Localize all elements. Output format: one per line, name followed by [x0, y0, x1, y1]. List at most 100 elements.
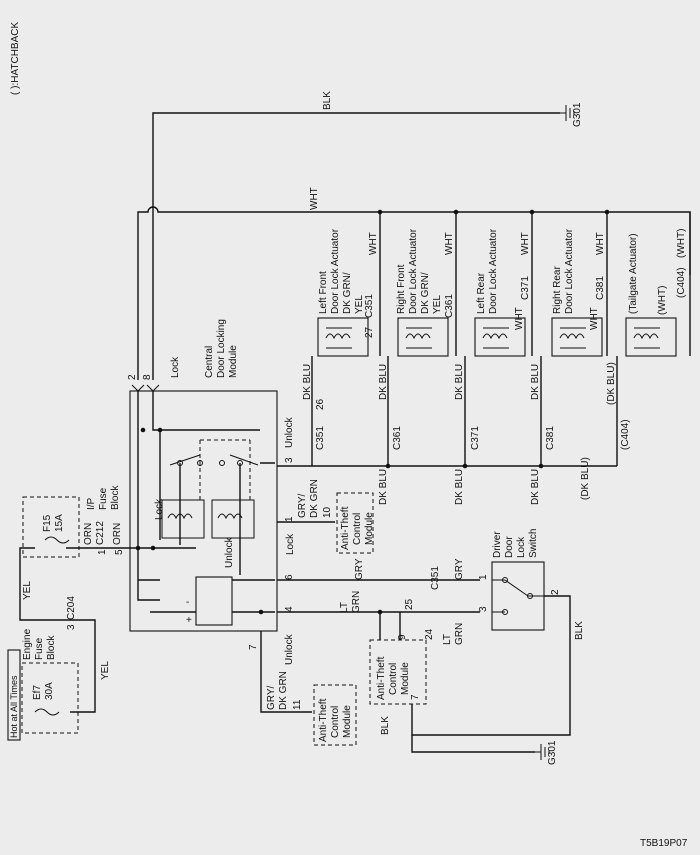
svg-text:DK GRN: DK GRN [278, 671, 289, 710]
tailgate-actuator [625, 317, 677, 357]
svg-text:DK GRN/: DK GRN/ [420, 272, 431, 314]
svg-text:YEL: YEL [354, 295, 365, 314]
svg-text:(Tailgate Actuator): (Tailgate Actuator) [628, 233, 639, 314]
svg-text:Fuse: Fuse [98, 487, 109, 510]
svg-text:C351: C351 [430, 566, 441, 590]
svg-text:Module: Module [342, 705, 353, 738]
svg-text:DK BLU: DK BLU [302, 364, 313, 400]
hatchback-note: ( ):HATCHBACK [10, 22, 21, 95]
svg-text:Module: Module [364, 512, 375, 545]
svg-text:26: 26 [315, 398, 326, 410]
unlock-relay-coil [211, 499, 255, 539]
svg-text:YEL: YEL [432, 295, 443, 314]
svg-text:10: 10 [322, 506, 333, 518]
svg-text:1: 1 [478, 574, 489, 580]
svg-text:9: 9 [397, 634, 408, 640]
relay-linkage [199, 439, 251, 500]
svg-text:5: 5 [114, 549, 125, 555]
svg-text:GRY/: GRY/ [297, 494, 308, 518]
svg-text:Door Lock Actuator: Door Lock Actuator [488, 228, 499, 314]
svg-text:Left Front: Left Front [318, 271, 329, 314]
blk-ground-wire [411, 595, 571, 736]
svg-text:2: 2 [550, 589, 561, 595]
svg-text:C351: C351 [364, 294, 375, 318]
svg-text:Fuse: Fuse [34, 637, 45, 660]
svg-text:3: 3 [66, 624, 77, 630]
svg-text:Switch: Switch [528, 529, 539, 558]
svg-text:7: 7 [410, 694, 421, 700]
svg-text:WHT: WHT [520, 232, 531, 255]
svg-text:15A: 15A [54, 514, 65, 532]
svg-text:(WHT): (WHT) [676, 229, 687, 258]
pin-2: 2 [127, 374, 138, 380]
svg-text:Anti-Theft: Anti-Theft [340, 506, 351, 550]
right-front-actuator [397, 317, 449, 357]
figure-code: T5B19P07 [640, 838, 688, 849]
ip-fuse-block [22, 496, 80, 558]
svg-text:Control: Control [330, 706, 341, 738]
svg-text:30A: 30A [44, 682, 55, 700]
svg-text:Driver: Driver [492, 531, 503, 558]
control-ic [195, 576, 233, 626]
unlock-internal: Unlock [224, 536, 235, 568]
svg-text:Block: Block [110, 485, 121, 510]
svg-text:I/P: I/P [86, 497, 97, 510]
svg-text:C381: C381 [545, 426, 556, 450]
svg-text:Control: Control [388, 663, 399, 695]
svg-text:Door Lock Actuator: Door Lock Actuator [564, 228, 575, 314]
svg-text:WHT: WHT [595, 232, 606, 255]
svg-text:C212: C212 [95, 521, 106, 545]
lock-internal: Lock [154, 498, 165, 520]
hot-at-all-times: Hot at All Times [9, 675, 19, 738]
svg-text:Control: Control [352, 513, 363, 545]
svg-text:WHT: WHT [514, 307, 525, 330]
svg-text:DK BLU: DK BLU [378, 364, 389, 400]
svg-text:Anti-Theft: Anti-Theft [318, 698, 329, 742]
blk-top-label: BLK [322, 91, 333, 110]
anti-theft-module-c [313, 684, 357, 746]
svg-text:DK BLU: DK BLU [530, 364, 541, 400]
svg-text:7: 7 [248, 644, 259, 650]
svg-text:1: 1 [97, 549, 108, 555]
svg-text:6: 6 [284, 574, 295, 580]
svg-text:YEL: YEL [22, 581, 33, 600]
svg-text:C351: C351 [315, 426, 326, 450]
lock-relay-coil [161, 499, 205, 539]
pin-8: 8 [142, 374, 153, 380]
svg-text:YEL: YEL [100, 661, 111, 680]
svg-text:DK GRN: DK GRN [309, 479, 320, 518]
svg-text:BLK: BLK [574, 621, 585, 640]
svg-text:DK GRN/: DK GRN/ [342, 272, 353, 314]
svg-text:GRY: GRY [354, 558, 365, 580]
anti-theft-module-b [369, 639, 427, 705]
svg-text:C381: C381 [595, 276, 606, 300]
svg-text:C371: C371 [470, 426, 481, 450]
left-rear-actuator [474, 317, 526, 357]
svg-text:Block: Block [46, 635, 57, 660]
central-door-locking-module [129, 390, 278, 632]
svg-text:Unlock: Unlock [284, 633, 295, 665]
svg-text:Door Lock Actuator: Door Lock Actuator [330, 228, 341, 314]
svg-text:Right Rear: Right Rear [552, 266, 563, 314]
svg-text:C204: C204 [66, 596, 77, 620]
svg-text:C371: C371 [520, 276, 531, 300]
anti-theft-module-a [336, 492, 374, 554]
cdlm-label-1: Central [204, 346, 215, 378]
svg-text:Left Rear: Left Rear [476, 272, 487, 314]
svg-text:(DK BLU): (DK BLU) [580, 457, 591, 500]
svg-text:ORN: ORN [83, 523, 94, 545]
svg-text:WHT: WHT [444, 232, 455, 255]
module-traces [159, 430, 275, 575]
svg-text:LT: LT [339, 602, 350, 613]
ground-bottom-symbol [535, 744, 550, 760]
svg-text:GRN: GRN [454, 623, 465, 645]
coils [167, 513, 243, 520]
svg-text:BLK: BLK [380, 716, 391, 735]
connector-pins [131, 384, 160, 392]
svg-text:Door: Door [504, 536, 515, 558]
svg-text:ORN: ORN [112, 523, 123, 545]
svg-text:25: 25 [404, 598, 415, 610]
svg-text:Door Lock Actuator: Door Lock Actuator [408, 228, 419, 314]
svg-text:(C404): (C404) [676, 267, 687, 298]
